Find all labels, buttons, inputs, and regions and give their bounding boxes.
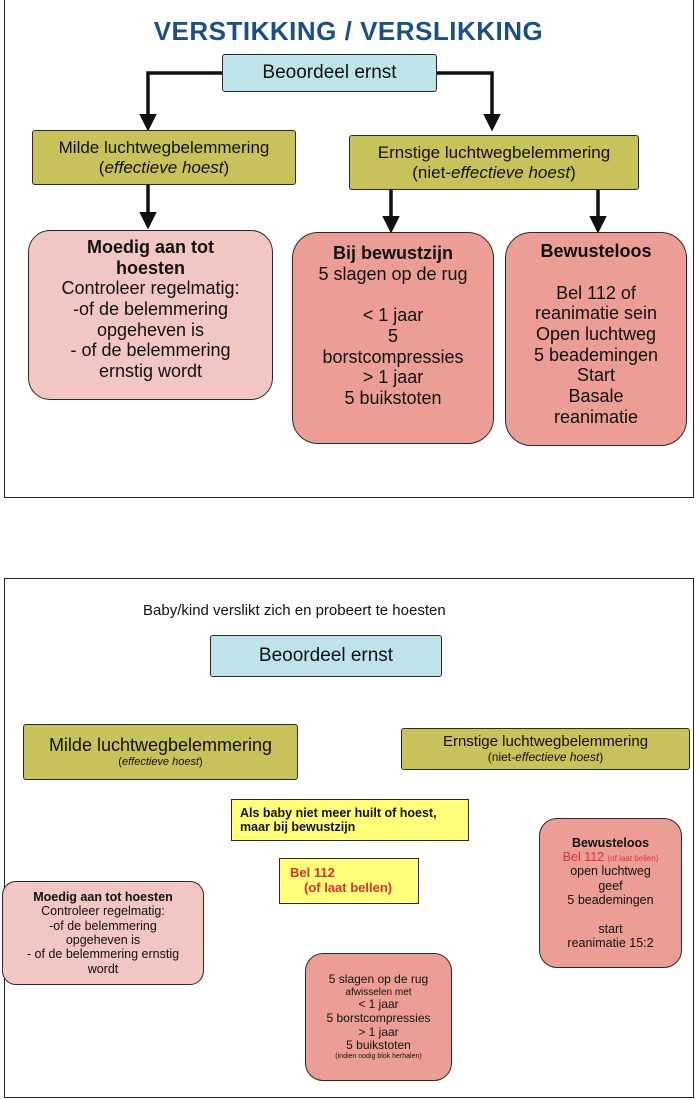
encourage-line: ernstig wordt [98,361,203,382]
unconscious-line: 5 beademingen [533,344,659,365]
severe-box-bottom: Ernstige luchtwegbelemmering (niet-effec… [401,728,690,770]
arrow-assess-to-mild [139,71,222,132]
scenario-caption: Baby/kind verslikt zich en probeert te h… [143,602,446,619]
blows-line: > 1 jaar [358,1024,399,1039]
encourage-line: - of de belemmering ernstig [26,947,180,962]
page-title: VERSTIKKING / VERSLIKKING [153,16,544,46]
unconscious-line: reanimatie 15:2 [567,935,654,950]
encourage-line: opgeheven is [96,319,205,340]
blows-line: 5 borstcompressies [326,1010,431,1025]
encourage-heading2: hoesten [115,257,185,278]
unconscious-heading: Bewusteloos [540,241,652,261]
mild-line1: Milde luchtwegbelemmering [58,137,270,157]
blows-note: (indien nodig blok herhalen) [335,1053,422,1061]
assess-label: Beoordeel ernst [258,645,394,667]
unconscious-line: start [598,921,623,936]
unconscious-line: geef [598,878,623,893]
mild-line2: (effectieve hoest) [118,756,203,769]
blows-line: afwisselen met [345,986,412,998]
conscious-line: < 1 jaar [362,305,424,326]
assess-label: Beoordeel ernst [262,62,397,84]
unconscious-line: reanimatie sein [534,303,658,324]
unconscious-box-bottom: Bewusteloos Bel 112 (of laat bellen) ope… [539,818,682,968]
encourage-box-bottom: Moedig aan tot hoesten Controleer regelm… [2,881,204,985]
encourage-heading1: Moedig aan tot [87,237,214,257]
severe-line2: (niet-effectieve hoest) [487,749,604,764]
severe-box-top: Ernstige luchtwegbelemmering (niet-effec… [349,135,639,190]
unconscious-line: open luchtweg [570,864,651,879]
mild-box-bottom: Milde luchtwegbelemmering (effectieve ho… [23,724,298,780]
arrow-assess-to-severe [437,71,501,132]
assess-box-top: Beoordeel ernst [222,54,437,92]
unconscious-line: 5 beademingen [567,893,654,908]
conscious-line: 5 [387,326,398,347]
conscious-box-top: Bij bewustzijn 5 slagen op de rug < 1 ja… [292,232,494,444]
severe-line1: Ernstige luchtwegbelemmering [377,142,611,162]
conscious-line: 5 slagen op de rug [318,263,468,284]
unconscious-line: Basale [568,386,624,407]
call-line1: Bel 112 [290,865,335,881]
no-cry-line2: maar bij bewustzijn [240,820,356,834]
severe-line2: (niet-effectieve hoest) [412,162,576,182]
unconscious-line: Start [576,365,615,386]
conscious-line: 5 buikstoten [344,388,442,409]
encourage-box-top: Moedig aan tot hoesten Controleer regelm… [28,230,273,400]
mild-line2: (effectieve hoest) [98,157,230,177]
unconscious-line: Bel 112 of [556,282,636,303]
unconscious-box-top: Bewusteloos Bel 112 of reanimatie sein O… [505,232,687,446]
blows-line: 5 slagen op de rug [328,971,429,986]
conscious-line: > 1 jaar [362,367,424,388]
encourage-line: -of de belemmering [72,299,229,320]
assess-box-bottom: Beoordeel ernst [210,635,442,677]
conscious-heading: Bij bewustzijn [332,243,453,263]
blows-line: < 1 jaar [358,997,399,1012]
conscious-line: borstcompressies [322,346,464,367]
encourage-line: -of de belemmering [49,918,157,933]
blows-box: 5 slagen op de rug afwisselen met < 1 ja… [305,953,452,1081]
unconscious-line: Open luchtweg [535,324,657,345]
encourage-line: - of de belemmering [70,340,231,361]
severe-line1: Ernstige luchtwegbelemmering [442,733,649,751]
call-line2: (of laat bellen) [304,880,393,895]
call-box: Bel 112 (of laat bellen) [279,858,419,904]
unconscious-call: Bel 112 (of laat bellen) [562,850,659,865]
no-cry-line1: Als baby niet meer huilt of hoest, [240,805,437,820]
encourage-heading: Moedig aan tot hoesten [33,889,173,904]
unconscious-line: reanimatie [553,406,639,427]
encourage-line: Controleer regelmatig: [61,278,240,299]
encourage-line: wordt [87,961,119,976]
encourage-line: Controleer regelmatig: [41,904,165,919]
mild-line1: Milde luchtwegbelemmering [48,735,273,756]
mild-box-top: Milde luchtwegbelemmering (effectieve ho… [32,130,296,185]
encourage-line: opgeheven is [65,933,141,947]
no-cry-box: Als baby niet meer huilt of hoest, maar … [231,799,469,841]
unconscious-heading: Bewusteloos [571,835,650,850]
blows-line: 5 buikstoten [346,1038,411,1053]
